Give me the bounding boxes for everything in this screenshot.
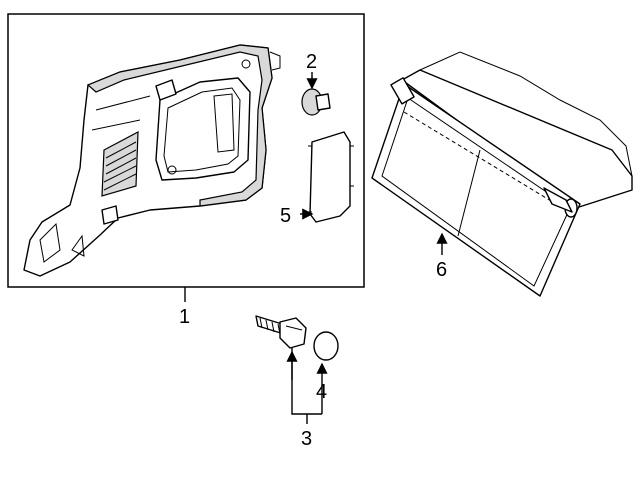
speaker-grille: [101, 130, 139, 197]
callout-5: 5: [280, 205, 291, 227]
callout-2: 2: [306, 51, 317, 73]
cap: [313, 331, 339, 361]
callout-6: 6: [436, 259, 447, 281]
access-cover: [308, 131, 354, 223]
push-clip: [301, 88, 331, 116]
callout-4: 4: [316, 381, 327, 403]
cargo-cover: [371, 51, 633, 297]
assembly-frame: [7, 13, 365, 288]
callout-1: 1: [179, 306, 190, 328]
quarter-trim-panel: [23, 44, 281, 277]
bolt: [255, 315, 307, 349]
callout-3: 3: [301, 428, 312, 450]
